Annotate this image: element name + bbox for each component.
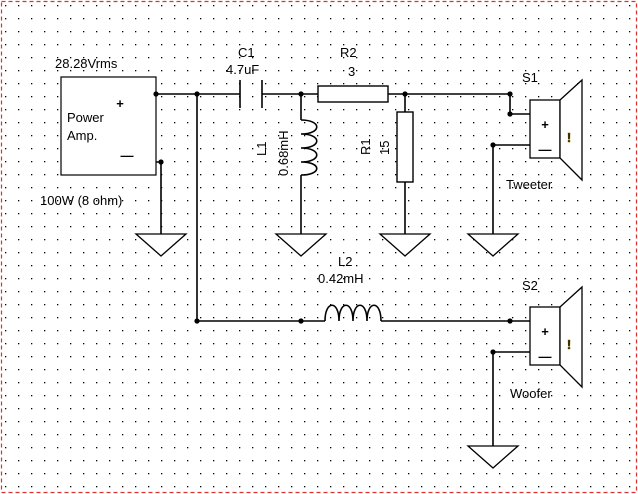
- amplifier-plus-terminal-icon: +: [116, 96, 124, 111]
- capacitor-c1-ref: C1: [238, 45, 255, 60]
- speaker-s2-warning-icon: !: [567, 337, 571, 352]
- capacitor-c1[interactable]: [239, 80, 263, 108]
- amplifier-name-line2: Amp.: [67, 128, 97, 143]
- speaker-s1-warning-icon: !: [567, 130, 571, 145]
- speaker-s2-ref: S2: [522, 278, 538, 293]
- speaker-s2-plus-icon: +: [541, 324, 549, 339]
- junction-dots: [153, 91, 513, 355]
- speaker-s2-minus-icon: —: [539, 349, 552, 364]
- inductor-l2-ref: L2: [338, 254, 352, 269]
- speaker-s1-label: Tweeter: [506, 177, 553, 192]
- amplifier-voltage-label: 28.28Vrms: [55, 56, 118, 71]
- speaker-s1-tweeter[interactable]: + — !: [529, 78, 583, 182]
- amplifier-body: [60, 76, 157, 176]
- inductor-l1-ref: L1: [254, 142, 269, 156]
- speaker-s1-magnet: [529, 99, 561, 159]
- ground-r1-icon: [378, 233, 432, 257]
- speaker-s1-cone-icon: [559, 78, 583, 182]
- ground-amp-icon: [134, 233, 188, 257]
- resistor-r2-ref: R2: [340, 45, 357, 60]
- speaker-s2-woofer[interactable]: + — !: [529, 285, 583, 389]
- speaker-s1-minus-icon: —: [539, 142, 552, 157]
- speaker-s1-ref: S1: [522, 70, 538, 85]
- amplifier-power-label: 100W (8 ohm): [40, 193, 122, 208]
- power-amplifier[interactable]: + — Power Amp.: [60, 76, 157, 176]
- speaker-s2-cone-icon: [559, 285, 583, 389]
- ground-woofer-icon: [466, 445, 520, 469]
- capacitor-c1-value: 4.7uF: [226, 62, 259, 77]
- resistor-r1-value: 15: [377, 141, 392, 155]
- inductor-l2[interactable]: [324, 304, 382, 322]
- amplifier-name-line1: Power: [67, 110, 105, 125]
- resistor-r1[interactable]: [396, 111, 414, 183]
- speaker-s2-label: Woofer: [510, 386, 552, 401]
- speaker-s2-magnet: [529, 306, 561, 366]
- resistor-r2-value: 3: [348, 64, 355, 79]
- inductor-l2-value: 0.42mH: [318, 271, 364, 286]
- inductor-l1-value: 0.68mH: [276, 130, 291, 176]
- amplifier-minus-terminal-icon: —: [121, 148, 134, 163]
- resistor-r2[interactable]: [317, 85, 389, 103]
- ground-tweeter-icon: [466, 233, 520, 257]
- speaker-s1-plus-icon: +: [541, 117, 549, 132]
- ground-l1-icon: [274, 233, 328, 257]
- inductor-l1[interactable]: [300, 119, 318, 176]
- resistor-r1-ref: R1: [358, 138, 373, 155]
